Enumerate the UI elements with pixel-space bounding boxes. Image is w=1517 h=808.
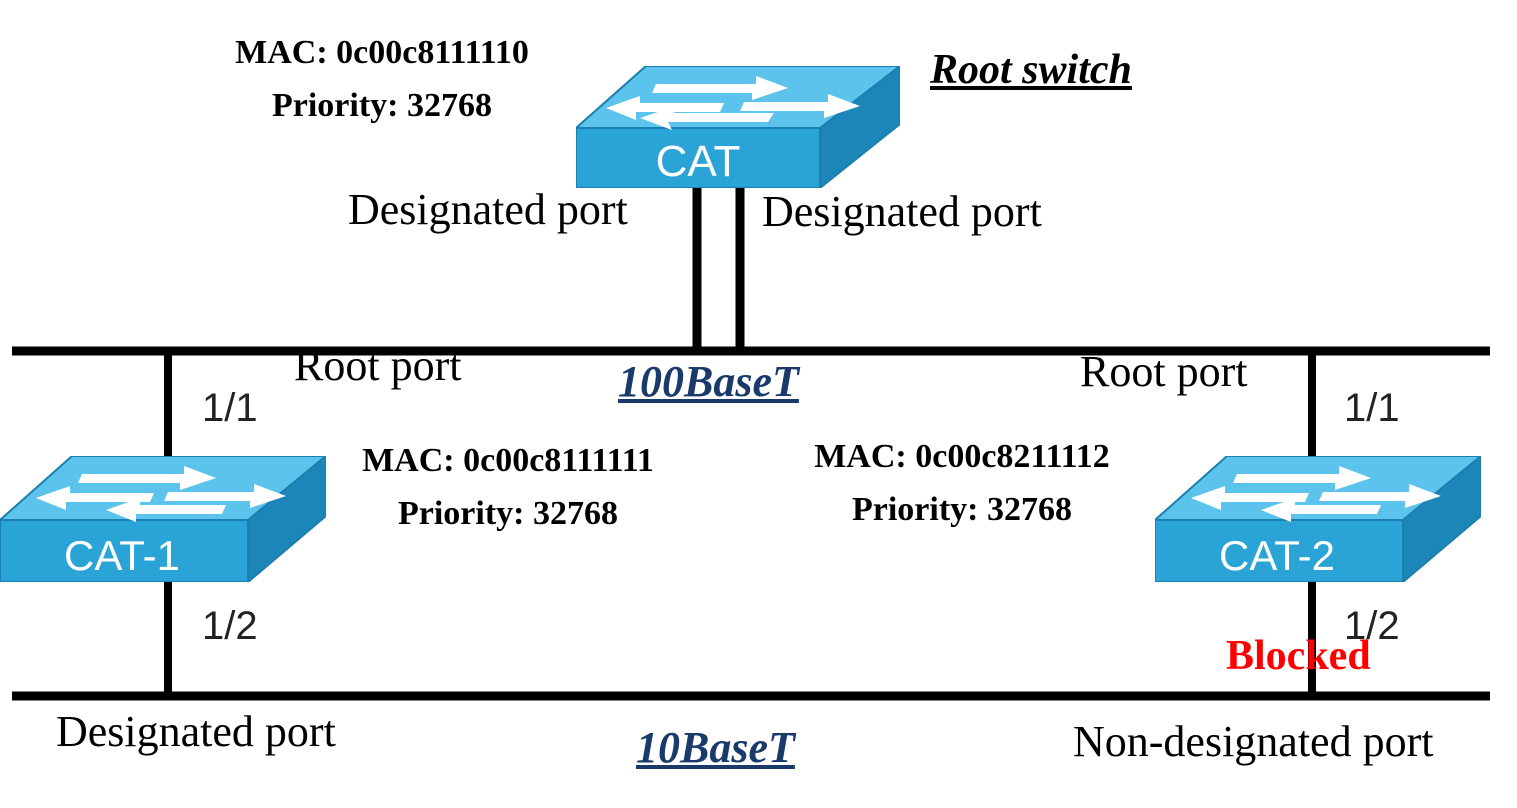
cat1-port-1-1: 1/1 bbox=[202, 386, 258, 430]
root-switch-priority: Priority: 32768 bbox=[272, 87, 492, 124]
cat2-port-1-2: 1/2 bbox=[1344, 604, 1400, 648]
cat1-port-1-2: 1/2 bbox=[202, 604, 258, 648]
root-switch-title: Root switch bbox=[930, 47, 1132, 93]
cat2-root-port-label: Root port bbox=[1080, 347, 1248, 396]
cat2-switch-name: CAT-2 bbox=[1219, 532, 1335, 579]
cat1-priority: Priority: 32768 bbox=[398, 495, 618, 532]
cat1-mac: MAC: 0c00c8111111 bbox=[362, 442, 654, 479]
cat1-switch-name: CAT-1 bbox=[64, 532, 180, 579]
root-switch-name: CAT bbox=[656, 137, 741, 186]
cat2-nondesignated-port-label: Non-designated port bbox=[1073, 717, 1434, 766]
root-designated-port-right: Designated port bbox=[762, 187, 1042, 236]
cat2-port-1-1: 1/1 bbox=[1344, 386, 1400, 430]
root-switch-info: MAC: 0c00c8111110 Priority: 32768 bbox=[212, 26, 552, 132]
cat1-designated-port-label: Designated port bbox=[56, 707, 336, 756]
cat1-switch-icon: CAT-1 bbox=[0, 456, 326, 582]
cat2-priority: Priority: 32768 bbox=[852, 491, 1072, 528]
segment-10baset-label: 10BaseT bbox=[636, 723, 795, 772]
cat2-mac: MAC: 0c00c8211112 bbox=[814, 438, 1110, 475]
cat2-blocked-status: Blocked bbox=[1226, 633, 1371, 679]
cat1-root-port-label: Root port bbox=[294, 341, 462, 390]
root-switch-mac: MAC: 0c00c8111110 bbox=[235, 34, 529, 71]
segment-100baset-label: 100BaseT bbox=[618, 357, 799, 406]
root-designated-port-left: Designated port bbox=[348, 185, 628, 234]
cat2-info: MAC: 0c00c8211112 Priority: 32768 bbox=[792, 430, 1132, 536]
cat2-switch-icon: CAT-2 bbox=[1155, 456, 1481, 582]
root-switch-icon: CAT bbox=[576, 66, 900, 188]
cat1-info: MAC: 0c00c8111111 Priority: 32768 bbox=[338, 434, 678, 540]
